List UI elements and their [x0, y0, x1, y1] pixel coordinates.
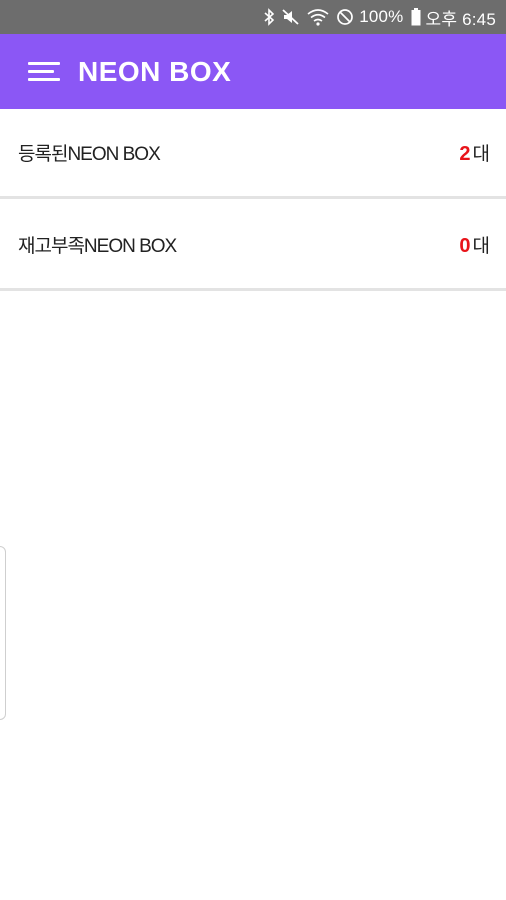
wifi-icon	[307, 7, 329, 27]
battery-icon	[411, 7, 421, 27]
registered-count: 2	[459, 143, 471, 165]
app-bar: NEON BOX	[0, 34, 506, 109]
battery-level: 100%	[359, 7, 404, 26]
row-unit: 대	[472, 236, 490, 257]
low-stock-neon-box-row[interactable]: 재고부족NEON BOX 0 대	[0, 201, 506, 291]
row-value: 0 대	[459, 231, 490, 258]
registered-neon-box-row[interactable]: 등록된NEON BOX 2 대	[0, 109, 506, 199]
status-bar: 100% 오후 6:45	[0, 0, 506, 34]
row-value: 2 대	[459, 139, 490, 166]
row-label: 재고부족NEON BOX	[18, 236, 177, 257]
do-not-disturb-icon	[336, 7, 354, 27]
row-unit: 대	[472, 144, 490, 165]
row-label: 등록된NEON BOX	[18, 144, 161, 165]
hamburger-menu-icon[interactable]	[28, 60, 60, 84]
side-drawer-handle[interactable]	[0, 546, 6, 720]
mute-icon	[282, 7, 300, 27]
app-title: NEON BOX	[78, 55, 232, 87]
low-stock-count: 0	[459, 235, 471, 257]
clock: 오후 6:45	[425, 9, 496, 29]
bluetooth-icon	[263, 7, 275, 27]
